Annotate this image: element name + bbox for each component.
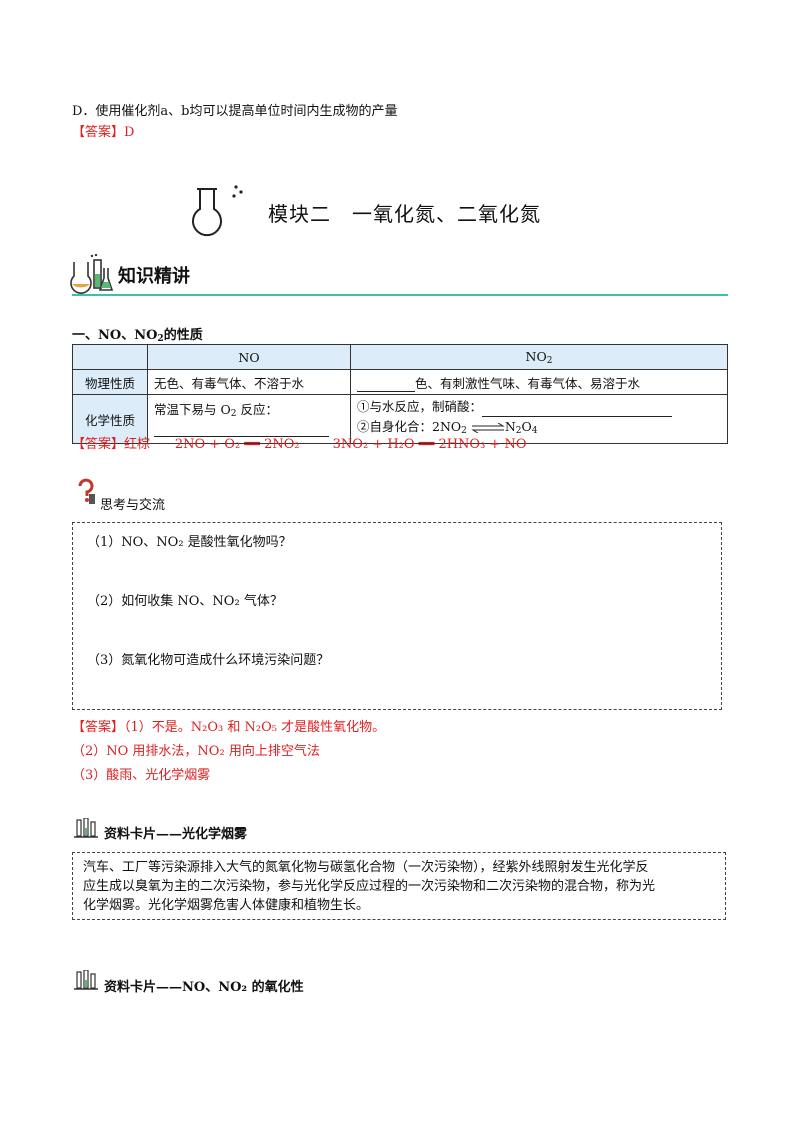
- reversible-arrow-icon: [471, 422, 505, 433]
- fill-blank: [154, 425, 329, 437]
- option-d: D．使用催化剂a、b均可以提高单位时间内生成物的产量: [72, 104, 398, 119]
- test-tube-rack-icon: [74, 817, 98, 844]
- test-tube-rack-icon: [74, 969, 98, 996]
- answer-value: D: [124, 125, 135, 140]
- think-title: 思考与交流: [100, 498, 166, 513]
- row-label-chemical: 化学性质: [72, 394, 148, 444]
- table-row: 化学性质 常温下易与 O2 反应： ①与水反应，制硝酸： ②自身化合：2NO2 …: [72, 394, 728, 444]
- think-answer-2: （2）NO 用排水法，NO₂ 用向上排空气法: [72, 744, 320, 759]
- table-row: 物理性质 无色、有毒气体、不溶于水 色、有刺激性气味、有毒气体、易溶于水: [72, 369, 728, 395]
- question-mark-person-icon: [74, 478, 98, 510]
- card1-line: 汽车、工厂等污染源排入大气的氮氧化物与碳氢化合物（一次污染物），经紫外线照射发生…: [83, 860, 649, 875]
- table-header-row: NO NO2: [72, 344, 728, 370]
- module-title: 模块二 一氧化氮、二氧化氮: [268, 202, 541, 226]
- properties-table: NO NO2 物理性质 无色、有毒气体、不溶于水 色、有刺激性气味、有毒气体、易…: [72, 344, 728, 444]
- row-label-physical: 物理性质: [72, 369, 148, 395]
- cell-no-chemical: 常温下易与 O2 反应：: [147, 394, 351, 444]
- flask-icon: [188, 183, 258, 247]
- cell-no2-physical: 色、有刺激性气味、有毒气体、易溶于水: [350, 369, 728, 395]
- cell-no2-chemical: ①与水反应，制硝酸： ②自身化合：2NO2 N2O4: [350, 394, 728, 444]
- card1-line: 化学烟雾。光化学烟雾危害人体健康和植物生长。: [83, 898, 370, 913]
- fill-blank: [482, 405, 673, 417]
- question-1: （1）NO、NO₂ 是酸性氧化物吗？: [87, 535, 292, 550]
- answer-label: 【答案】: [72, 125, 125, 140]
- answer-top: 【答案】D: [72, 121, 134, 140]
- card1-line: 应生成以臭氧为主的二次污染物，参与光化学反应过程的一次污染物和二次污染物的混合物…: [83, 879, 656, 894]
- question-3: （3）氮氧化物可造成什么环境污染问题？: [87, 653, 330, 668]
- think-answer-3: （3）酸雨、光化学烟雾: [72, 768, 211, 783]
- props-answer: 【答案】红棕 2NO + O₂ ══ 2NO₂ 3NO₂ + H₂O ══ 2H…: [72, 437, 527, 452]
- think-answer-1: 【答案】（1）不是。N₂O₃ 和 N₂O₅ 才是酸性氧化物。: [72, 720, 386, 735]
- think-question-box: （1）NO、NO₂ 是酸性氧化物吗？ （2）如何收集 NO、NO₂ 气体？ （3…: [72, 522, 722, 710]
- section-title: 知识精讲: [118, 266, 190, 287]
- cell-no-physical: 无色、有毒气体、不溶于水: [147, 369, 351, 395]
- col-no2: NO2: [350, 344, 728, 370]
- question-2: （2）如何收集 NO、NO₂ 气体？: [87, 594, 283, 609]
- card1-title: 资料卡片——光化学烟雾: [104, 827, 248, 842]
- card1-box: 汽车、工厂等污染源排入大气的氮氧化物与碳氢化合物（一次污染物），经紫外线照射发生…: [72, 852, 726, 920]
- lab-glassware-icon: [70, 253, 114, 298]
- props-heading: 一、NO、NO2的性质: [72, 328, 203, 344]
- fill-blank: [357, 380, 415, 392]
- section-divider: [72, 294, 728, 296]
- card2-title: 资料卡片——NO、NO₂ 的氧化性: [104, 980, 304, 995]
- col-no: NO: [147, 344, 351, 370]
